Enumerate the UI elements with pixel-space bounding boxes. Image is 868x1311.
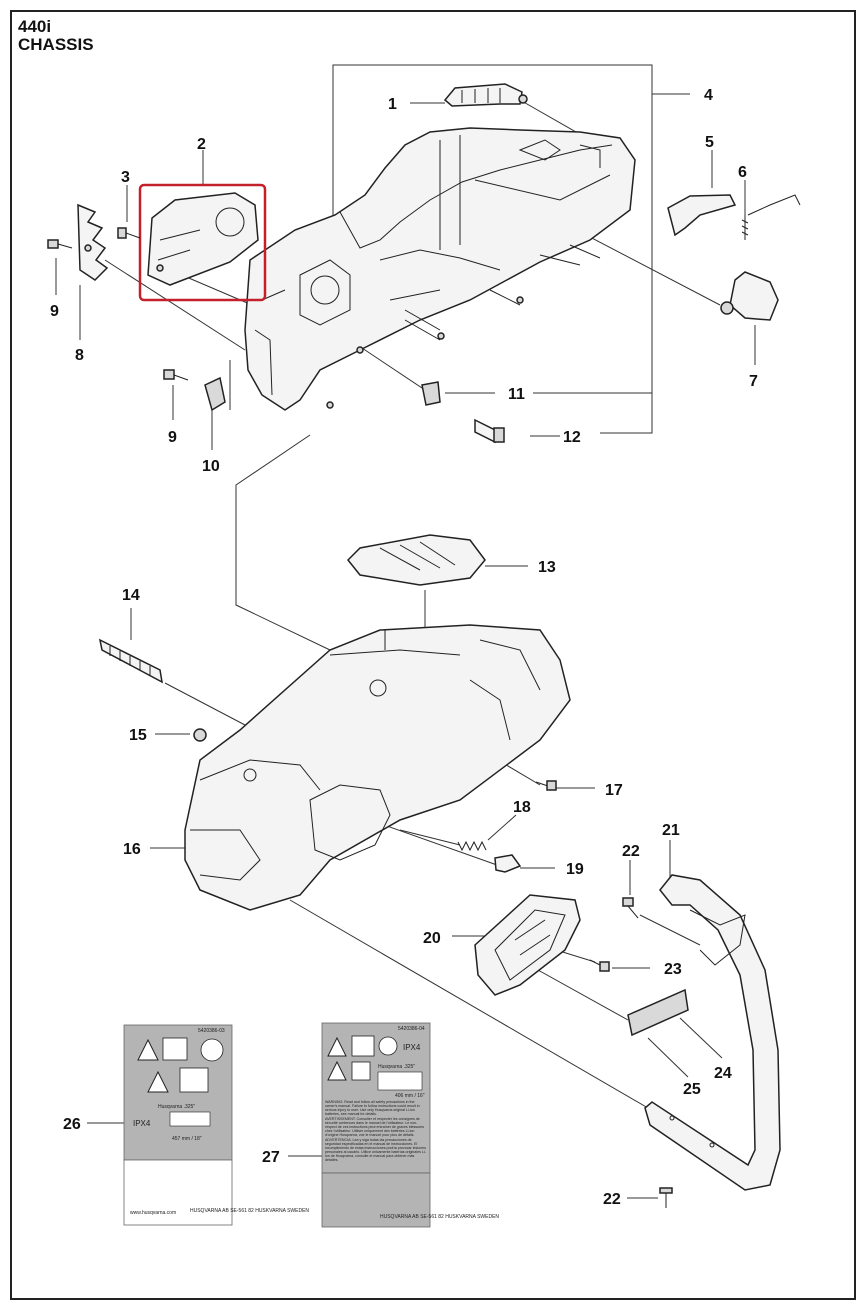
part-9-screw-upper [47,239,73,249]
decal-27-warning: WARNING: Read and follow all safety prec… [325,1100,420,1116]
part-16-lower-housing [184,624,571,911]
part-11-bracket [421,381,441,406]
callout-2: 2 [197,136,206,153]
part-3-screw [117,227,141,239]
decal-27-avertissement: AVERTISSEMENT: Consulter et respecter le… [325,1117,425,1137]
callout-27: 27 [262,1149,280,1166]
part-19-button [494,854,522,873]
callout-8: 8 [75,347,84,364]
callout-labels: 1 2 3 4 5 6 7 8 9 9 10 11 12 13 14 15 16… [50,87,758,1208]
part-9-screw-lower [163,369,189,381]
part-7-switch [720,271,779,321]
decal-26: 5420386-03 IPX4 Husqvarna .325" 457 mm /… [123,1024,309,1226]
decal-27-dim: 406 mm / 16" [395,1093,425,1099]
callout-10: 10 [202,458,220,475]
decal-27-ipx: IPX4 [403,1043,421,1052]
decal-26-dim: 457 mm / 18" [172,1136,202,1142]
callout-15: 15 [129,727,147,744]
callout-1: 1 [388,96,397,113]
callout-25: 25 [683,1081,701,1098]
part-22-screw-top [622,897,639,919]
part-13-top-cover [346,534,486,586]
callout-9-upper: 9 [50,303,59,320]
part-10-clip [204,376,226,412]
callout-4: 4 [704,87,713,104]
callout-17: 17 [605,782,623,799]
decal-27-brand: Husqvarna .325" [378,1064,415,1070]
decal-26-brand: Husqvarna .325" [158,1104,195,1110]
callout-16: 16 [123,841,141,858]
upper-chassis [244,127,636,411]
decal-27-code: 5420386-04 [398,1026,425,1032]
part-20-handle-insert [474,894,581,996]
part-12-pin [474,418,505,444]
part-24-25-pad [627,988,689,1037]
callout-12: 12 [563,429,581,446]
callout-13: 13 [538,559,556,576]
callout-19: 19 [566,861,584,878]
decal-27: 5420386-04 IPX4 Husqvarna .325" 406 mm /… [321,1022,499,1228]
part-21-front-handle [644,874,781,1191]
part-14-strip [98,638,163,684]
decal-26-website: www.husqvarna.com [130,1210,176,1216]
callout-11: 11 [508,386,525,403]
callout-24: 24 [714,1065,732,1082]
callout-14: 14 [122,587,140,604]
model-title: 440i [18,17,52,36]
callout-3: 3 [121,169,130,186]
callout-22-bottom: 22 [603,1191,621,1208]
decal-26-address: HUSQVARNA AB SE-561 82 HUSKVARNA SWEDEN [190,1208,309,1214]
callout-23: 23 [664,961,682,978]
part-23-screw [589,959,610,972]
decal-26-code: 5420386-03 [198,1028,225,1034]
section-title: CHASSIS [18,35,94,54]
callout-26: 26 [63,1116,81,1133]
drawing-frame [10,10,856,1300]
callout-20: 20 [423,930,441,947]
callout-7: 7 [749,373,758,390]
callout-9-lower: 9 [168,429,177,446]
decal-27-address: HUSQVARNA AB SE-561 82 HUSKVARNA SWEDEN [380,1214,499,1220]
callout-6: 6 [738,164,747,181]
decal-26-ipx: IPX4 [133,1119,151,1128]
callout-22-top: 22 [622,843,640,860]
part-8-bumper-spike [77,203,109,281]
callout-5: 5 [705,134,714,151]
callout-18: 18 [513,799,531,816]
part-18-spring [457,840,487,852]
part-2-cover-plate [138,183,267,302]
part-1-top-grille [443,83,528,107]
highlight-box [138,183,267,302]
part-17-screw [535,780,557,791]
part-15-nut [193,728,207,742]
part-22-screw-bottom [659,1187,673,1208]
part-5-lever [667,194,737,237]
callout-21: 21 [662,822,680,839]
decal-27-advertencia: ADVERTENCIA: Lea y siga todas las precau… [325,1138,426,1162]
part-6-spring [741,194,801,240]
